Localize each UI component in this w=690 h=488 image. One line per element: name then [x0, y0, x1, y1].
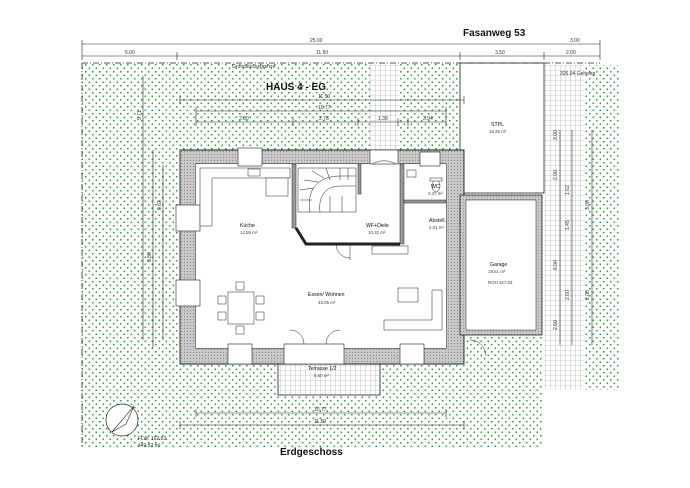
dim-left-1: 9.71: [137, 110, 143, 120]
sideboard: [371, 245, 409, 255]
garage-name: Garage: [490, 262, 507, 268]
parking-area: 18.25 m²: [489, 129, 507, 134]
dimension-top: [81, 40, 601, 60]
dim-bottom-2: 11.50: [314, 419, 326, 425]
room-wc-name: WC: [431, 184, 440, 190]
dim-left-2: 9.80: [147, 252, 153, 262]
dim-bottom-1: 10.77: [314, 407, 327, 413]
dimension-house: [179, 96, 465, 126]
entrance-path: [370, 63, 400, 156]
dim-house-4: 2.78: [319, 116, 329, 122]
room-kitchen-area: 12.55 m²: [240, 230, 258, 235]
kitchen-counter: [199, 167, 291, 227]
terrace-name: Terrasse 1/2: [308, 366, 337, 372]
garage-door-swing: [469, 339, 487, 357]
dim-house-3: 2.80: [239, 116, 249, 122]
street-address: Fasanweg 53: [463, 28, 526, 39]
dim-top-5: 3.00: [570, 38, 580, 44]
dim-top-3: 3.50: [495, 50, 505, 56]
walkway-label: 326.94 Gehweg: [560, 71, 596, 77]
room-wc-area: 2.37 m²: [428, 191, 443, 196]
room-hall-name: WF+Diele: [366, 223, 389, 229]
dim-house-1: 11.50: [318, 94, 330, 100]
wc-fixtures: [406, 169, 443, 193]
garage-area: 19.51 m²: [488, 269, 506, 274]
floor-title: Erdgeschoss: [280, 447, 343, 458]
dim-top-total: 25.00: [310, 38, 323, 44]
garden-area-garage: [460, 330, 542, 448]
dim-house-5: 1.39: [378, 116, 388, 122]
dim-right-8: 2.00: [553, 170, 559, 180]
dim-right-9: 2.50: [553, 320, 559, 330]
dim-right-5: 6.00: [553, 260, 559, 270]
house-title: HAUS 4 - EG: [266, 82, 326, 93]
plot-ffl: FLW: 162.63: [138, 436, 166, 442]
dim-right-6: 3.00: [585, 200, 591, 210]
garden-strip-right: [584, 65, 620, 390]
dimension-bottom: [179, 409, 465, 429]
north-arrow-icon: [105, 403, 139, 437]
house-walls: [175, 147, 469, 365]
dim-right-4: 2.60: [565, 290, 571, 300]
room-living-name: Essen/ Wohnen: [308, 292, 345, 298]
staircase: [297, 167, 357, 213]
parking-name: STPL: [491, 122, 504, 128]
room-kitchen-name: Küche: [240, 223, 255, 229]
terrace-area: 5.50 m²: [314, 373, 329, 378]
sidewalk: [544, 65, 584, 390]
room-living-area: 45.05 m²: [318, 300, 336, 305]
dim-top-2: 11.50: [316, 50, 328, 56]
garage-note: ROH 327.03: [488, 280, 513, 285]
dim-left-3: 8.63: [157, 200, 163, 210]
dim-top-4: 2.00: [566, 50, 576, 56]
dimension-right: [559, 130, 593, 345]
dim-right-2: 1.62: [565, 185, 571, 195]
dim-top-1: 5.00: [125, 50, 135, 56]
dining-table: [217, 281, 265, 335]
dim-right-1: 3.00: [553, 130, 559, 140]
property-line-label: Grundstücksgrenze: [232, 64, 276, 70]
room-storage-area: 2.01 m²: [429, 225, 444, 230]
dim-right-7: 2.00: [585, 290, 591, 300]
living-sofa: [383, 287, 443, 331]
dim-right-3: 1.45: [565, 220, 571, 230]
dim-house-2: 10.77: [318, 105, 331, 111]
garage-interior: [465, 199, 537, 331]
parking-space: [459, 62, 545, 194]
room-storage-name: Abstell.: [429, 218, 446, 224]
plot-area: 449.52 m²: [138, 443, 161, 449]
room-hall-area: 10.32 m²: [368, 230, 386, 235]
dim-house-6: 3.94: [423, 116, 433, 122]
dimension-left: [142, 76, 164, 348]
